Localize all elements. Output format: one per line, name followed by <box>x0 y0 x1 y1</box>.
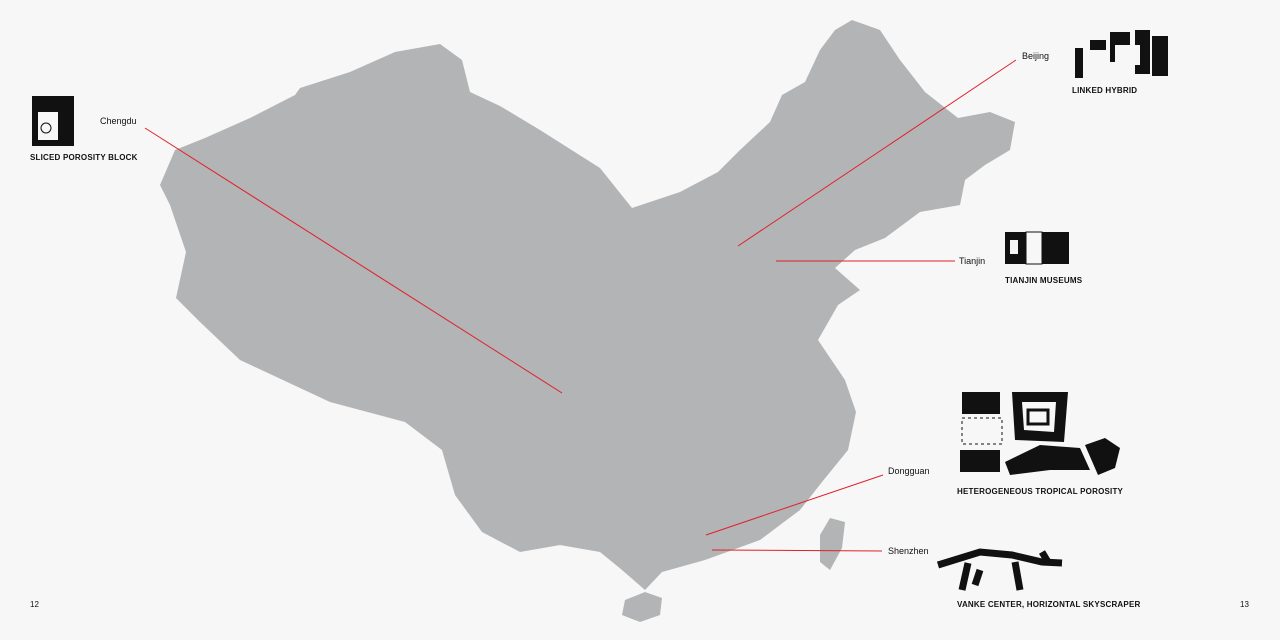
linked-hybrid-thumbnail <box>1075 30 1168 78</box>
city-label-dongguan: Dongguan <box>888 466 930 476</box>
mainland-shape <box>160 20 1015 590</box>
taiwan-shape <box>820 518 845 570</box>
page-number-right: 13 <box>1240 600 1249 609</box>
city-label-tianjin: Tianjin <box>959 256 986 266</box>
project-title-tropical-porosity: HETEROGENEOUS TROPICAL POROSITY <box>957 487 1124 496</box>
dongguan-leader-line <box>705 474 884 536</box>
city-label-chengdu: Chengdu <box>100 116 137 126</box>
tianjin-museums-thumbnail <box>1005 231 1069 265</box>
vanke-center-thumbnail <box>936 548 1063 591</box>
tropical-porosity-thumbnail <box>960 392 1120 475</box>
hainan-shape <box>622 592 662 622</box>
project-title-tianjin-museums: TIANJIN MUSEUMS <box>1005 276 1083 285</box>
shenzhen-leader-line <box>711 549 883 552</box>
city-label-shenzhen: Shenzhen <box>888 546 929 556</box>
sliced-porosity-thumbnail <box>32 96 74 146</box>
city-label-beijing: Beijing <box>1022 51 1050 61</box>
chengdu-leader-line <box>144 127 563 394</box>
page-number-left: 12 <box>30 600 39 609</box>
project-title-sliced-porosity: SLICED POROSITY BLOCK <box>30 153 138 162</box>
project-title-vanke-center: VANKE CENTER, HORIZONTAL SKYSCRAPER <box>957 600 1141 609</box>
beijing-leader-line <box>737 59 1017 247</box>
project-title-linked-hybrid: LINKED HYBRID <box>1072 86 1138 95</box>
